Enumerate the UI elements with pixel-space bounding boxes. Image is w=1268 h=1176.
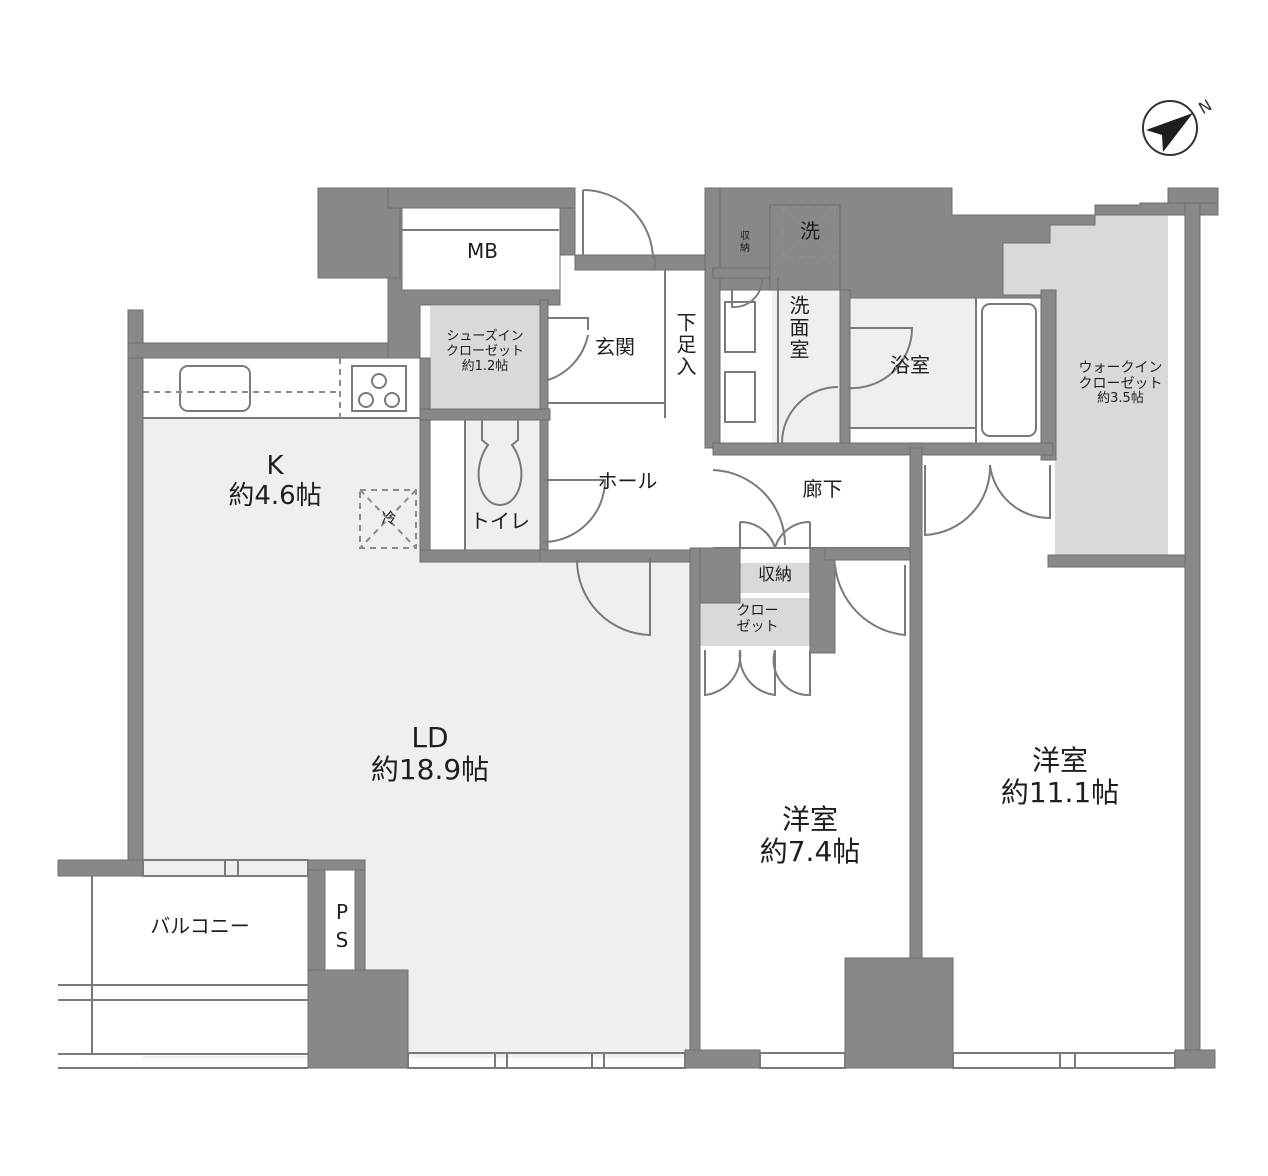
shoes-closet-area: 約1.2帖 [461,358,509,374]
ps-label: PS [330,900,354,956]
small-storage-label: 収納 [737,230,749,254]
shoes-closet-line2: クローゼット [445,343,524,359]
wic-line1: ウォークイン [1078,360,1163,376]
wic-label: ウォークイン クローゼット 約3.5帖 [1058,360,1183,407]
shoes-closet-label: シューズイン クローゼット 約1.2帖 [430,329,540,375]
tub-floor [976,298,1041,443]
bath-floor [848,298,976,428]
balcony-floor [93,876,308,1056]
svg-text:N: N [1195,95,1215,117]
hall-label: ホール [597,469,658,493]
western1-name: 洋室 [781,803,838,836]
ld-area: 約18.9帖 [370,753,490,787]
shoes-closet-line1: シューズイン [446,329,524,344]
toilet-label: トイレ [470,509,530,533]
dashed-fixtures [143,206,836,549]
hall-floor [545,420,710,552]
storage-label: 収納 [758,565,792,585]
genkan-label: 玄関 [595,335,635,359]
closet-floor [700,598,815,646]
getabako-floor [665,270,710,420]
bath-label: 浴室 [890,353,930,377]
wic-area: 約3.5帖 [1097,391,1144,407]
western1-label: 洋室 約7.4帖 [730,803,890,869]
fridge-label: 冷 [381,509,397,527]
compass-north-icon: N [1142,95,1215,156]
ld-label: LD 約18.9帖 [335,721,525,787]
kitchen-area: 約4.6帖 [228,480,322,511]
balcony-label: バルコニー [150,914,250,938]
mb-floor [402,208,559,290]
western2-label: 洋室 約11.1帖 [975,744,1145,810]
closet-line1: クロー [736,603,779,619]
genkan-floor [545,270,665,420]
closet-line2: ゼット [736,619,779,636]
getabako-label: 下足入 [673,312,697,378]
washer-label: 洗 [800,219,820,243]
door-swings [542,189,1051,697]
corridor-label: 廊下 [802,477,843,501]
western2-name: 洋室 [1031,744,1088,777]
washroom-label: 洗面室 [786,295,810,361]
walls [57,187,1219,1069]
ps-floor [325,870,355,970]
lines [58,229,1176,1069]
ld-name: LD [411,721,449,754]
corridor-floor [713,455,915,555]
kitchen-label: K 約4.6帖 [205,451,345,512]
kitchen-name: K [266,451,284,481]
mb-label: MB [467,239,498,263]
kitchen-counter [143,358,421,418]
western1-area: 約7.4帖 [759,835,861,869]
closet-label: クロー ゼット [705,603,810,635]
western2-area: 約11.1帖 [1000,776,1120,810]
storage-floor [740,563,810,593]
wic-line2: クローゼット [1078,376,1163,393]
shoes-closet-floor [430,306,540,409]
vanity-floor [720,275,772,445]
